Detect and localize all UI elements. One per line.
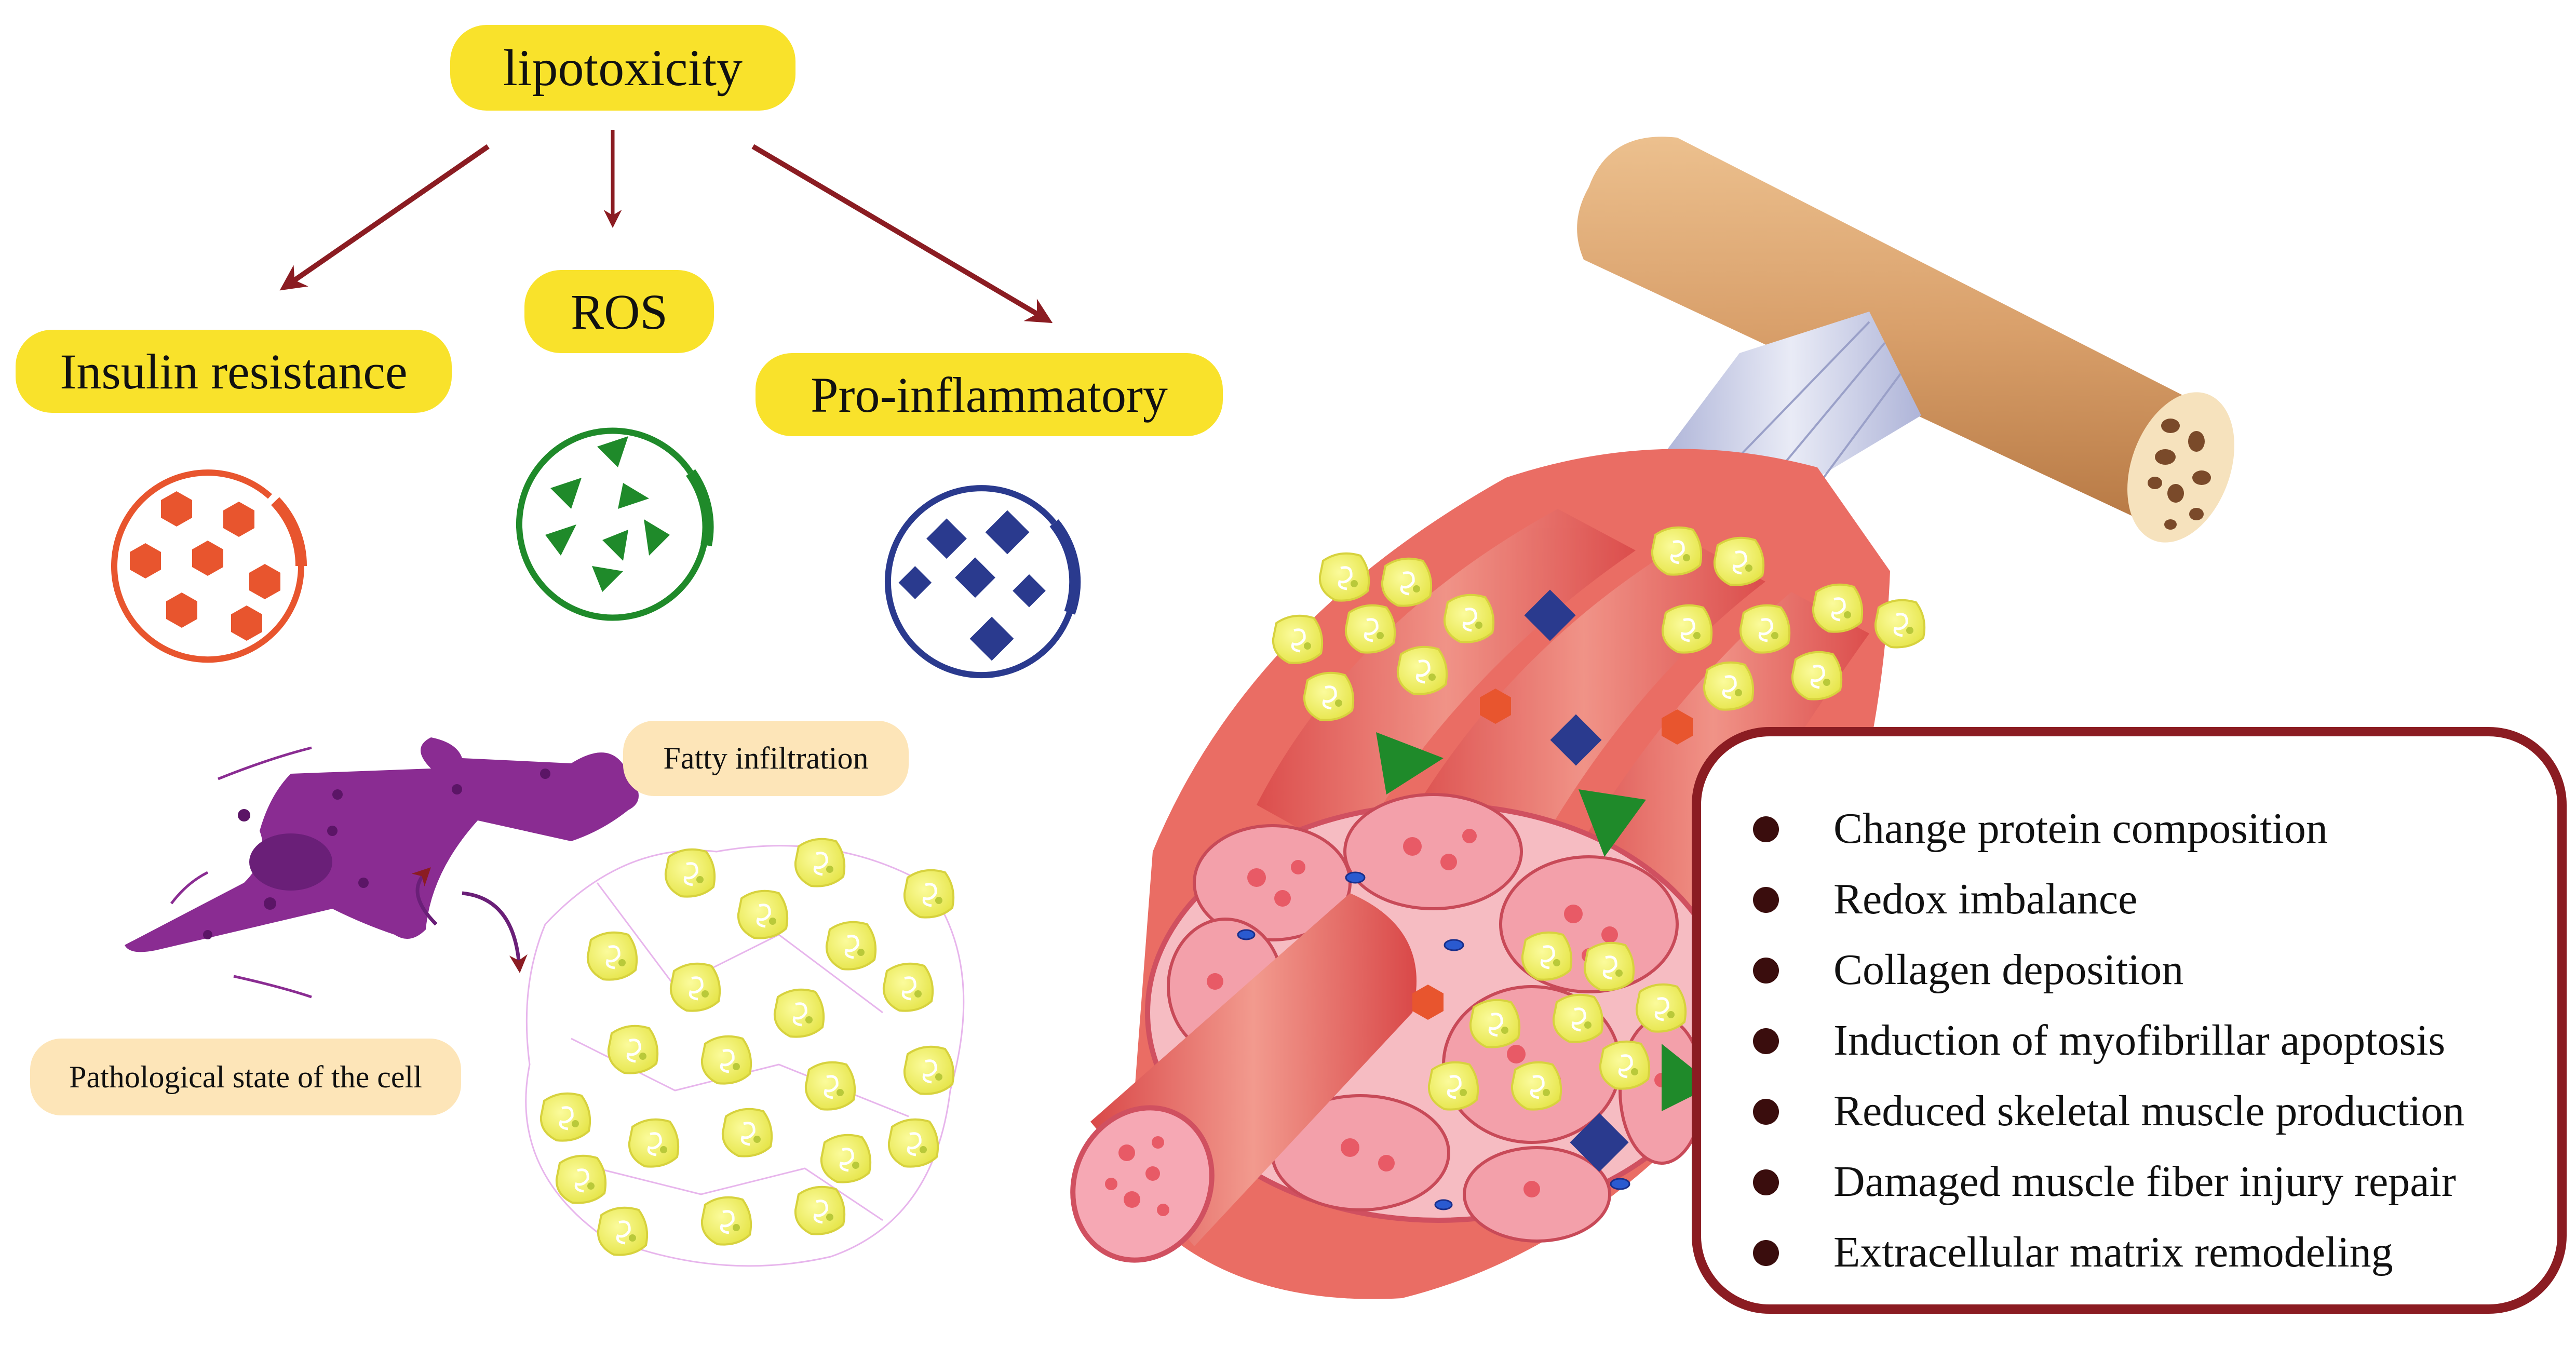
- bullet-icon: [1753, 1240, 1779, 1266]
- ros-label: ROS: [524, 270, 714, 353]
- bullet-icon: [1753, 887, 1779, 913]
- pathological-state-label: Pathological state of the cell: [30, 1039, 461, 1115]
- effects-box: Change protein composition Redox imbalan…: [1692, 727, 2567, 1314]
- fatty-infiltration-label: Fatty infiltration: [623, 721, 909, 796]
- bullet-icon: [1753, 816, 1779, 842]
- insulin-resistance-icon: [111, 469, 307, 663]
- effects-list: Change protein composition Redox imbalan…: [1701, 793, 2464, 1288]
- effect-item: Extracellular matrix remodeling: [1701, 1217, 2464, 1288]
- effect-item: Reduced skeletal muscle production: [1701, 1076, 2464, 1147]
- cycle-arrows-icon: [411, 867, 528, 973]
- pathological-cell-icon: [125, 737, 639, 999]
- effect-item: Collagen deposition: [1701, 935, 2464, 1005]
- effect-item: Redox imbalance: [1701, 864, 2464, 935]
- ros-icon: [516, 427, 714, 621]
- effect-item: Induction of myofibrillar apoptosis: [1701, 1005, 2464, 1076]
- bone-icon: [1577, 137, 2234, 543]
- bullet-icon: [1753, 1169, 1779, 1195]
- arrow-to-pro-inflammatory: [751, 144, 1053, 324]
- effect-item: Change protein composition: [1701, 793, 2464, 864]
- bullet-icon: [1753, 1099, 1779, 1125]
- pro-inflammatory-label: Pro-inflammatory: [756, 353, 1223, 436]
- lipotoxicity-label: lipotoxicity: [450, 25, 795, 111]
- fatty-infiltration-icon: [525, 839, 965, 1267]
- bullet-icon: [1753, 1028, 1779, 1054]
- arrow-to-insulin-resistance: [279, 144, 490, 291]
- bullet-icon: [1753, 958, 1779, 984]
- effect-item: Damaged muscle fiber injury repair: [1701, 1147, 2464, 1217]
- muscle-illustration: [1070, 137, 2234, 1299]
- insulin-resistance-label: Insulin resistance: [16, 330, 452, 413]
